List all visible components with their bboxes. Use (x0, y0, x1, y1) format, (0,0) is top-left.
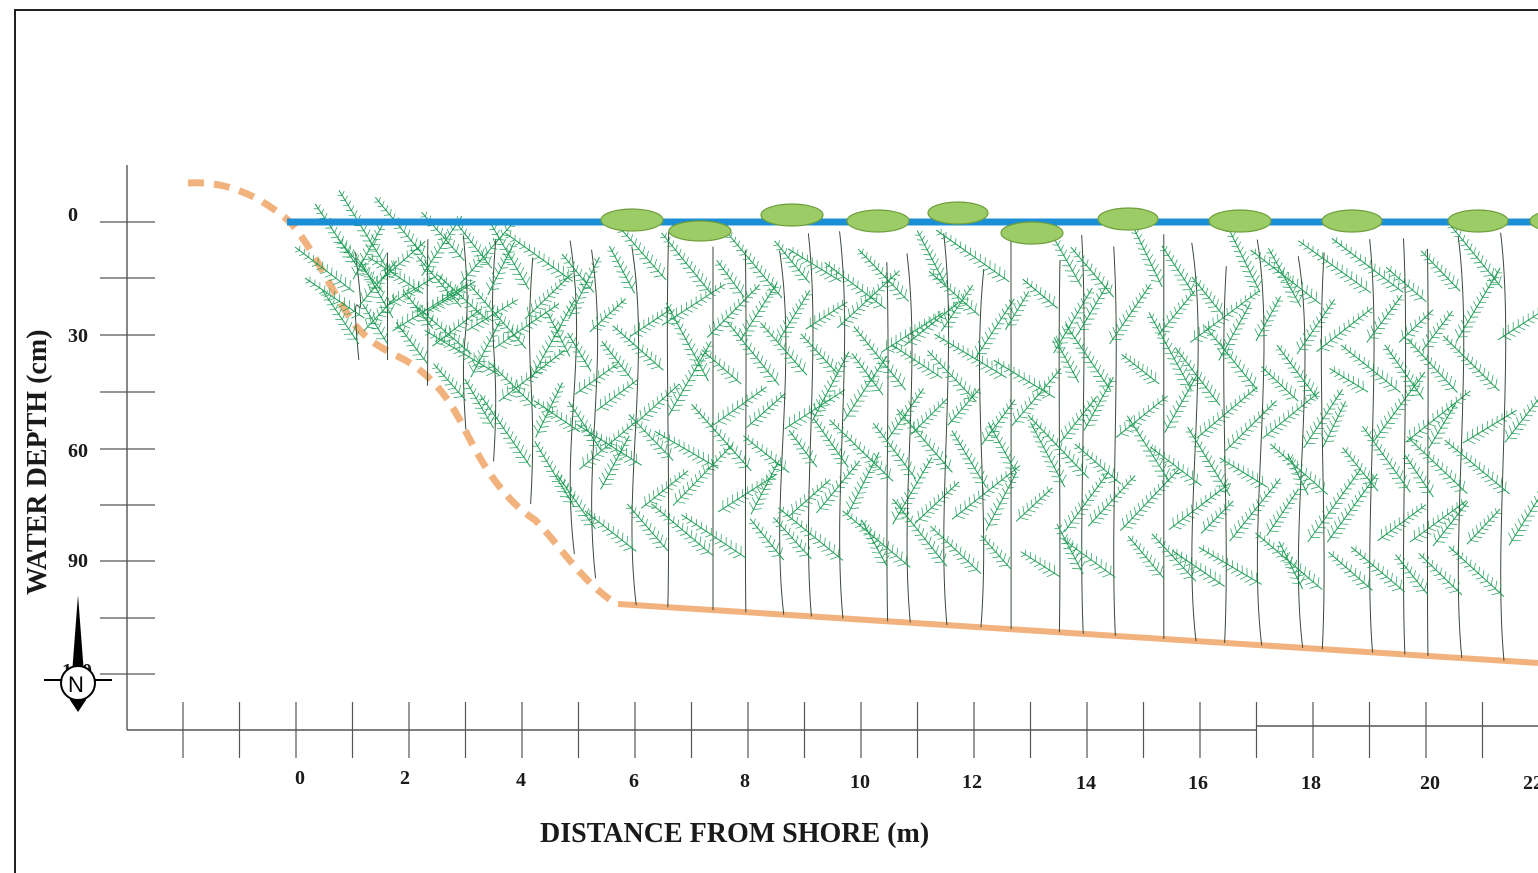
x-tick-label-4: 4 (516, 769, 526, 791)
floating-leaf-5 (1000, 221, 1064, 245)
x-tick-label-20: 20 (1420, 772, 1440, 794)
plant-16 (842, 248, 960, 623)
floating-leaf-3 (846, 209, 910, 233)
floating-leaf-4 (927, 201, 989, 225)
x-axis-ticks (182, 702, 1484, 758)
plant-14 (778, 231, 901, 619)
plant-20 (993, 260, 1110, 633)
plant-22 (1062, 246, 1180, 636)
plant-25 (1171, 266, 1282, 643)
floating-leaf-7 (1208, 209, 1272, 233)
north-arrow-icon: N (44, 595, 112, 712)
plant-8 (576, 245, 689, 606)
plant-19 (934, 228, 1062, 630)
floating-leaf-6 (1097, 207, 1159, 231)
y-tick-label-0: 0 (68, 204, 78, 226)
plant-5 (469, 219, 577, 504)
x-axis: 0 2 4 6 8 10 12 14 16 18 20 22 DISTANCE … (127, 702, 1538, 849)
plant-13 (759, 233, 862, 617)
plant-12 (725, 232, 846, 615)
plant-21 (1027, 234, 1137, 634)
plant-9 (606, 213, 734, 608)
floating-leaf-10 (1529, 212, 1538, 230)
plant-3 (414, 211, 518, 430)
plant-15 (824, 261, 944, 622)
plant-18 (926, 269, 1019, 628)
lake-bottom-solid (617, 601, 1538, 666)
floating-leaf-8 (1321, 209, 1383, 233)
x-tick-label-22: 22 (1523, 772, 1538, 794)
y-axis-ticks (100, 221, 155, 675)
y-axis: 0 30 60 90 120 WATER DEPTH (cm) (22, 165, 155, 730)
plant-7 (555, 249, 638, 579)
floating-leaf-1 (668, 220, 732, 242)
y-axis-title: WATER DEPTH (cm) (22, 330, 53, 595)
plant-23 (1120, 227, 1230, 640)
x-tick-label-16: 16 (1188, 772, 1208, 794)
x-tick-label-6: 6 (629, 770, 639, 792)
figure-border (14, 9, 1538, 873)
floating-leaf-0 (600, 208, 664, 232)
x-tick-label-8: 8 (740, 770, 750, 792)
floating-leaf-9 (1447, 209, 1509, 233)
shore-slope-dashed (187, 179, 617, 606)
x-tick-label-10: 10 (850, 771, 870, 793)
plant-26 (1198, 221, 1320, 646)
north-arrow-label: N (68, 672, 84, 697)
x-axis-title: DISTANCE FROM SHORE (m) (540, 818, 929, 849)
submerged-plants (294, 190, 1538, 661)
plant-33 (1442, 222, 1538, 661)
plant-6 (505, 231, 637, 555)
x-tick-label-12: 12 (962, 771, 982, 793)
floating-leaves (600, 201, 1538, 245)
plant-32 (1406, 236, 1517, 659)
y-tick-label-60: 60 (68, 440, 88, 462)
y-tick-label-90: 90 (68, 550, 88, 572)
plant-10 (651, 232, 777, 611)
plant-28 (1250, 248, 1379, 650)
x-tick-label-14: 14 (1076, 772, 1096, 794)
x-tick-label-0: 0 (295, 767, 305, 789)
floating-leaf-2 (760, 203, 824, 227)
plant-11 (681, 250, 787, 613)
plant-31 (1383, 248, 1470, 656)
y-tick-label-30: 30 (68, 325, 88, 347)
plant-29 (1298, 239, 1427, 653)
x-tick-label-18: 18 (1301, 772, 1321, 794)
x-tick-label-2: 2 (400, 767, 410, 789)
